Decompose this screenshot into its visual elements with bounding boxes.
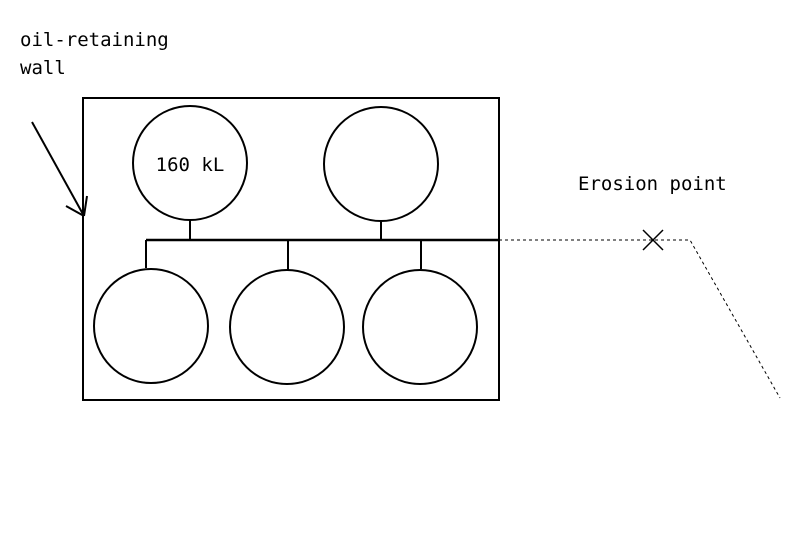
tank-bottom-left <box>93 268 209 384</box>
wall-label-line2: wall <box>20 57 66 79</box>
tank-capacity-label: 160 kL <box>156 154 225 176</box>
wall-leader-arrow <box>31 121 88 217</box>
erosion-point-label: Erosion point <box>578 173 727 195</box>
wall-label-line1: oil-retaining <box>20 29 169 51</box>
oil-retaining-wall <box>82 97 500 401</box>
erosion-point-marker <box>642 229 664 251</box>
tank-top-right <box>323 106 439 222</box>
tank-bottom-middle <box>229 269 345 385</box>
tank-bottom-right <box>362 269 478 385</box>
external-pipe-route <box>499 239 781 399</box>
